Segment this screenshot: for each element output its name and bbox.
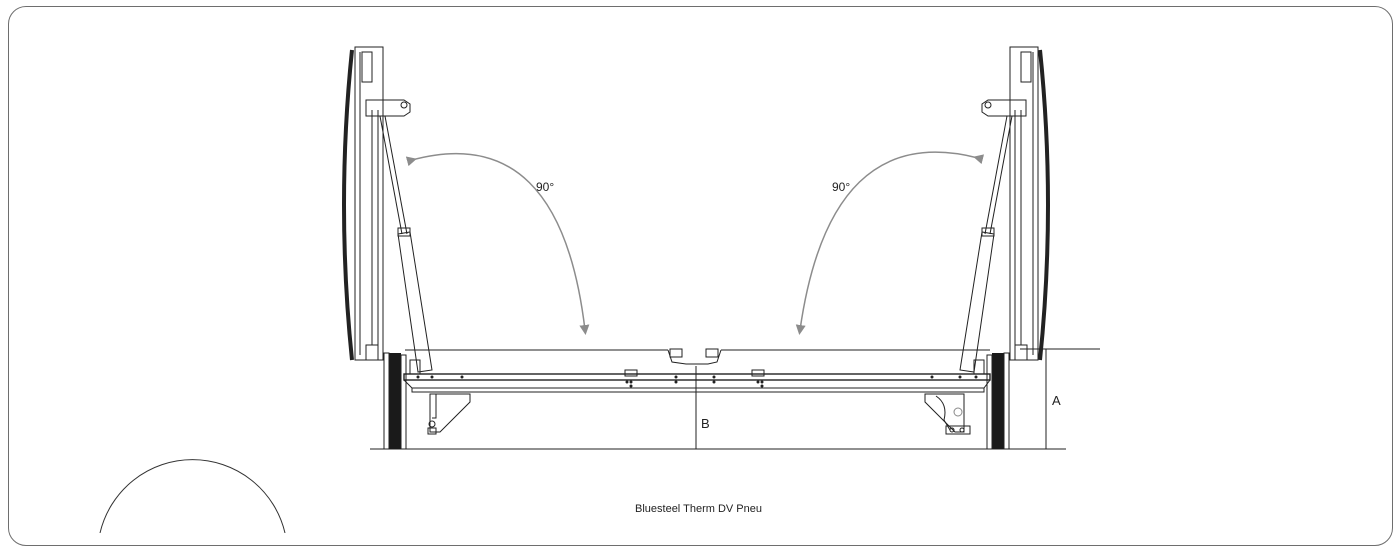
left-angle-arrow	[405, 152, 590, 335]
base-frame	[403, 348, 991, 435]
left-upstand	[383, 352, 407, 450]
dimension-b-label: B	[701, 416, 710, 431]
left-angle-label: 90°	[536, 180, 554, 194]
left-lid	[342, 46, 411, 361]
base-fasteners	[416, 375, 978, 388]
right-angle-arrow	[795, 151, 985, 335]
dimension-a-label: A	[1052, 393, 1061, 408]
right-angle-label: 90°	[832, 180, 850, 194]
diagram-caption: Bluesteel Therm DV Pneu	[635, 503, 762, 515]
decorative-circle	[99, 459, 286, 533]
right-lid	[981, 46, 1050, 361]
smoke-vent-diagram: 90° 90° B A	[99, 46, 1100, 533]
right-upstand	[986, 352, 1010, 450]
